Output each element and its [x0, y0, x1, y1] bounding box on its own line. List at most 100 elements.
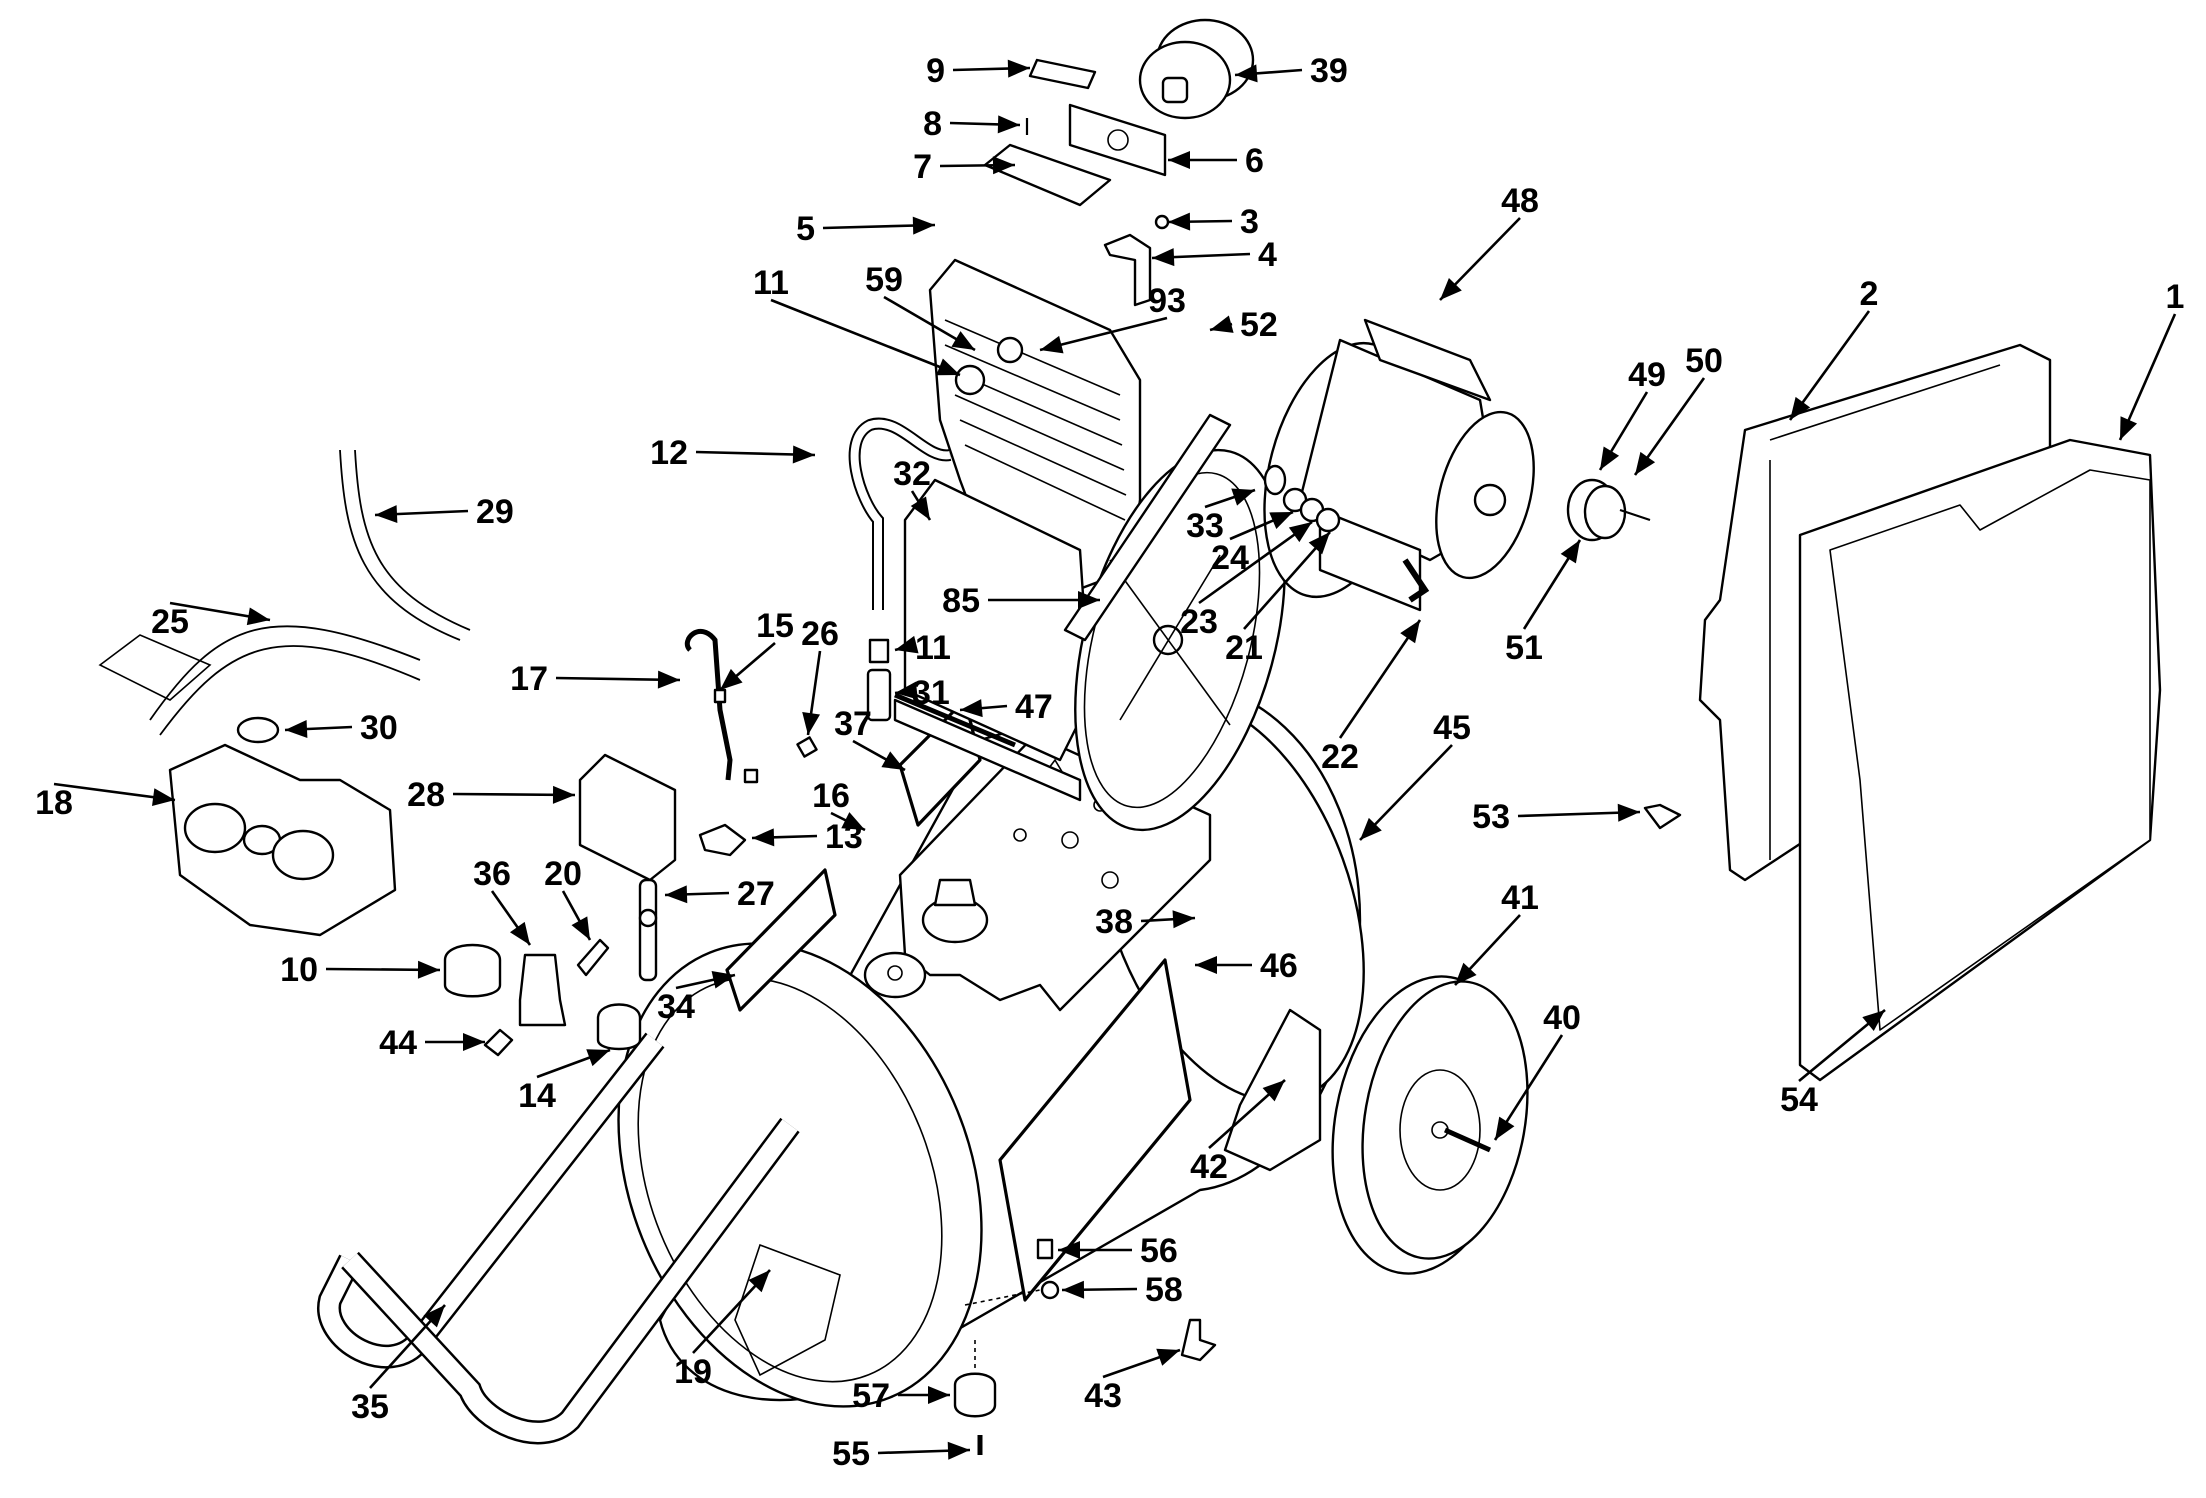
arrowhead-icon — [1062, 1280, 1085, 1299]
callout-36: 36 — [473, 855, 532, 946]
callout-6: 6 — [1168, 142, 1264, 180]
callout-24: 24 — [1211, 510, 1294, 577]
callout-number: 93 — [1148, 282, 1186, 320]
callout-number: 5 — [796, 210, 815, 248]
callout-49: 49 — [1598, 356, 1666, 471]
callout-37: 37 — [834, 705, 906, 772]
arrowhead-icon — [752, 828, 775, 847]
callout-number: 57 — [852, 1377, 890, 1415]
callout-number: 48 — [1501, 182, 1539, 220]
arrowhead-icon — [1168, 151, 1190, 169]
callout-4: 4 — [1151, 236, 1277, 274]
arrowhead-icon — [841, 812, 865, 830]
callout-48: 48 — [1439, 182, 1539, 301]
nut-3 — [1154, 214, 1170, 230]
arrowhead-icon — [881, 751, 905, 770]
callout-11: 11 — [753, 264, 961, 377]
callout-7: 7 — [913, 148, 1016, 186]
pressure-switch — [578, 753, 677, 882]
callout-number: 13 — [825, 818, 863, 856]
arrowhead-icon — [1862, 1010, 1885, 1031]
arrowhead-icon — [1040, 335, 1064, 354]
callout-15: 15 — [719, 607, 794, 691]
callout-32: 32 — [893, 455, 932, 521]
tank-fitting — [863, 878, 989, 999]
callout-number: 44 — [379, 1024, 417, 1062]
arrowhead-icon — [1400, 620, 1420, 644]
arrowhead-icon — [586, 1049, 610, 1067]
callout-number: 59 — [865, 261, 903, 299]
air-filter — [1138, 18, 1255, 120]
callout-46: 46 — [1195, 947, 1298, 985]
leader-line — [1359, 744, 1453, 841]
callout-21: 21 — [1225, 531, 1331, 667]
callout-number: 22 — [1321, 738, 1359, 776]
callout-14: 14 — [518, 1048, 611, 1115]
leader-line — [1338, 619, 1422, 739]
arrowhead-icon — [1210, 315, 1234, 333]
arrowhead-icon — [1308, 532, 1330, 555]
callout-26: 26 — [801, 615, 839, 736]
quick-coupler — [483, 1028, 514, 1057]
callout-number: 52 — [1240, 306, 1278, 344]
arrowhead-icon — [720, 668, 743, 690]
regulator — [518, 953, 567, 1027]
callout-number: 29 — [476, 493, 514, 531]
arrowhead-icon — [1058, 1241, 1080, 1259]
callout-93: 93 — [1039, 282, 1186, 354]
bracket-4 — [1103, 233, 1152, 307]
callout-number: 40 — [1543, 999, 1581, 1037]
nut-15b — [743, 768, 759, 784]
callout-44: 44 — [379, 1024, 485, 1062]
callout-number: 54 — [1780, 1081, 1818, 1119]
callout-number: 26 — [801, 615, 839, 653]
callout-number: 9 — [926, 52, 945, 90]
check-valve — [866, 668, 892, 722]
pump-assembly — [893, 258, 1142, 802]
callout-52: 52 — [1209, 306, 1278, 344]
callout-number: 15 — [756, 607, 794, 645]
motor-pulley — [1566, 478, 1651, 542]
arrowhead-icon — [657, 670, 680, 689]
arrowhead-icon — [912, 216, 935, 235]
callout-12: 12 — [650, 434, 816, 472]
callout-38: 38 — [1095, 903, 1196, 941]
arrowhead-icon — [463, 1033, 485, 1051]
callout-number: 38 — [1095, 903, 1133, 941]
callout-3: 3 — [1167, 203, 1259, 241]
callout-43: 43 — [1084, 1348, 1181, 1415]
strain-relief — [236, 716, 280, 744]
callout-number: 6 — [1245, 142, 1264, 180]
manifold — [638, 878, 658, 982]
callout-number: 27 — [737, 875, 775, 913]
callout-number: 14 — [518, 1077, 556, 1115]
callout-50: 50 — [1633, 342, 1723, 476]
washer-58 — [1040, 1280, 1060, 1300]
callout-number: 49 — [1628, 356, 1666, 394]
callout-number: 2 — [1860, 275, 1879, 313]
arrowhead-icon — [802, 711, 821, 735]
nut-56 — [1036, 1238, 1054, 1260]
safety-valve — [698, 823, 747, 857]
callout-10: 10 — [280, 951, 441, 989]
arrowhead-icon — [1078, 591, 1100, 609]
arrowhead-icon — [1560, 540, 1580, 564]
callout-55: 55 — [832, 1435, 971, 1473]
wheel — [1331, 975, 1529, 1275]
leader-line — [1788, 310, 1871, 421]
callout-number: 4 — [1258, 236, 1277, 274]
callout-18: 18 — [35, 782, 176, 822]
arrowhead-icon — [2120, 416, 2138, 440]
callout-42: 42 — [1190, 1079, 1286, 1186]
callout-number: 11 — [915, 629, 951, 667]
arrowhead-icon — [1172, 910, 1195, 929]
arrowhead-icon — [960, 699, 983, 718]
arrowhead-icon — [152, 788, 175, 807]
callout-number: 35 — [351, 1388, 389, 1426]
arrowhead-icon — [910, 496, 930, 520]
bolt-47 — [894, 692, 1016, 748]
handle — [317, 1032, 800, 1445]
callout-40: 40 — [1493, 999, 1581, 1141]
arrowhead-icon — [1440, 277, 1462, 300]
